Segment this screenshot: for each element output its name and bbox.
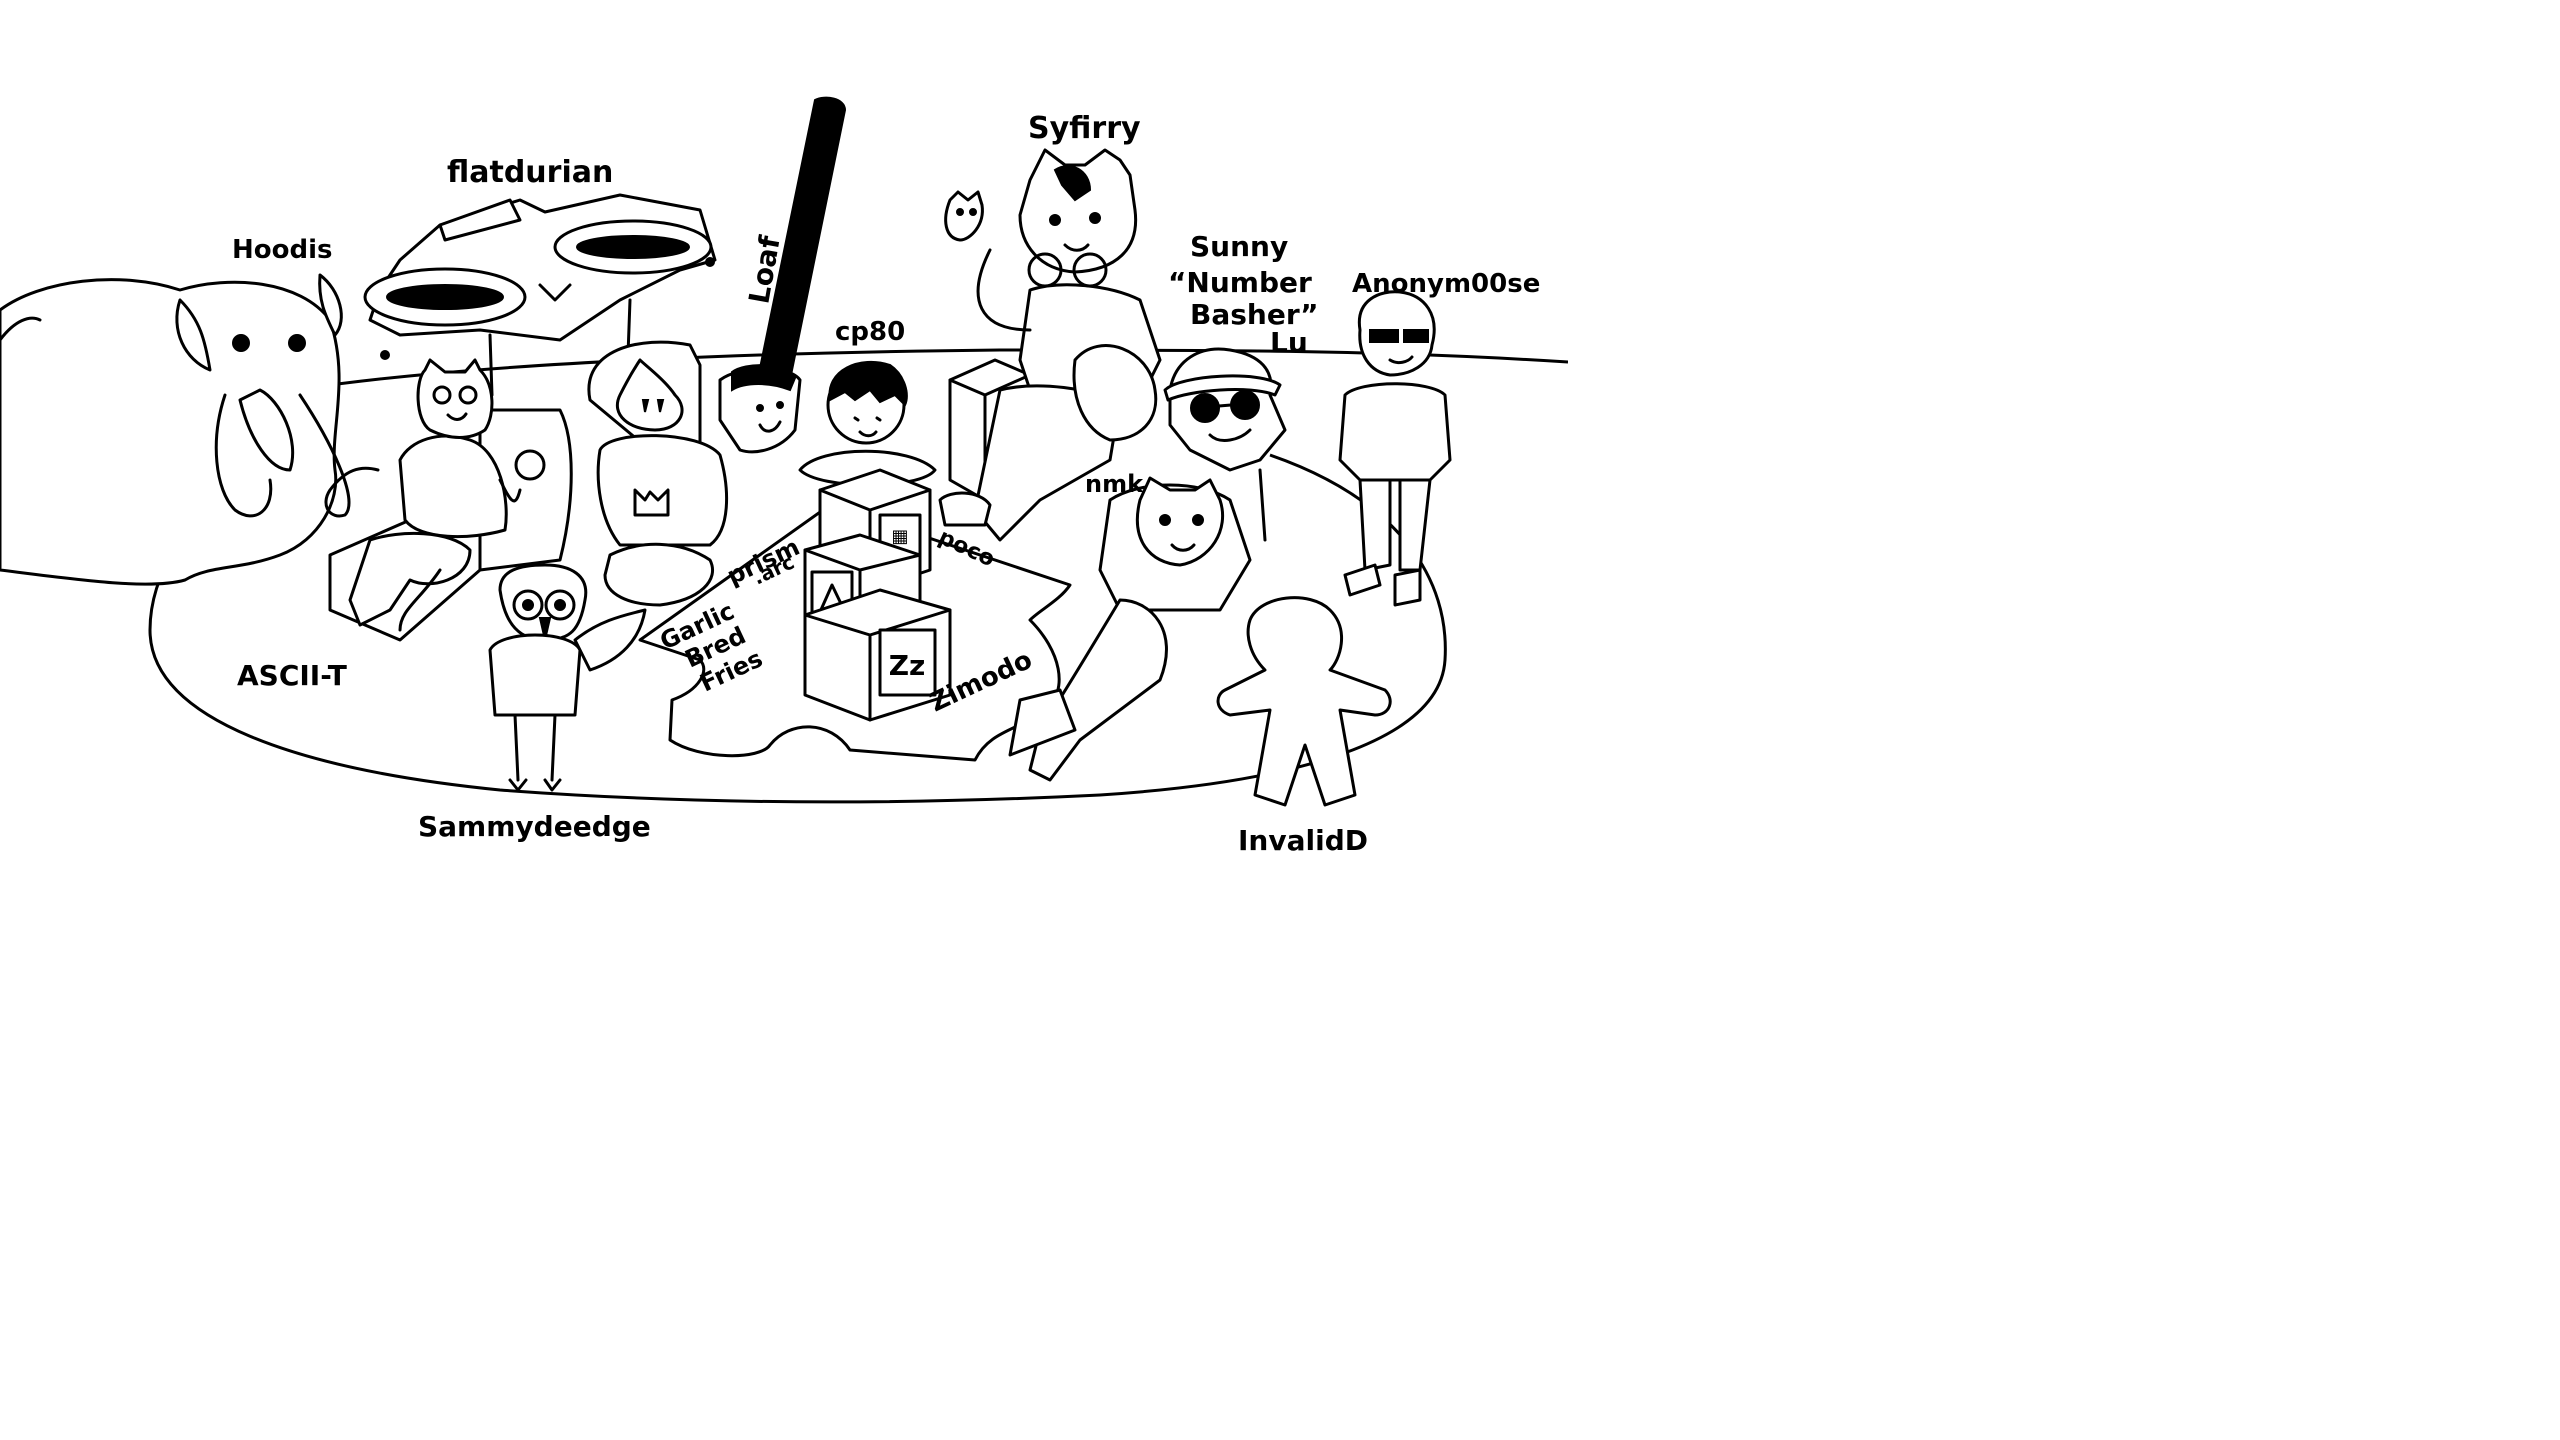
chip-icon: ▦	[891, 526, 908, 547]
group-drawing-scene: ▦ Zz	[0, 96, 1568, 857]
label-invalidd: InvalidD	[1238, 824, 1368, 857]
hoodis-mammoth	[0, 273, 380, 586]
syfirry-cat	[938, 148, 1162, 542]
invalidd-figure	[1216, 596, 1392, 807]
anonym00se-person	[1338, 290, 1452, 607]
flatdurian-glasses	[363, 193, 717, 397]
label-sunny-line1: Sunny	[1190, 230, 1288, 263]
loaf-bread	[718, 96, 847, 454]
label-syfirry: Syfirry	[1028, 111, 1141, 146]
toy-blocks-stack: ▦ Zz	[803, 468, 952, 722]
label-sunny-line4: Lu	[1270, 326, 1308, 359]
label-sunny-line2: “Number	[1168, 266, 1312, 299]
ascii-t-cat	[328, 358, 573, 642]
label-anonym00se: Anonym00se	[1352, 269, 1540, 299]
cp80-figure	[798, 360, 937, 487]
label-cp80: cp80	[835, 317, 905, 347]
label-sunny-line3: Basher”	[1190, 298, 1319, 331]
prism-arc-figure	[587, 340, 728, 607]
label-ascii-t: ASCII-T	[237, 659, 347, 692]
nmk-cat	[1008, 476, 1252, 782]
label-sammydeedge: Sammydeedge	[418, 810, 651, 843]
sammydeedge-owl	[488, 563, 647, 792]
label-hoodis: Hoodis	[232, 235, 332, 265]
label-nmk: nmk	[1085, 470, 1144, 498]
sleep-zz-icon: Zz	[889, 649, 926, 682]
sunny-number-basher-lu-dog	[1163, 347, 1287, 542]
label-flatdurian: flatdurian	[447, 155, 613, 190]
